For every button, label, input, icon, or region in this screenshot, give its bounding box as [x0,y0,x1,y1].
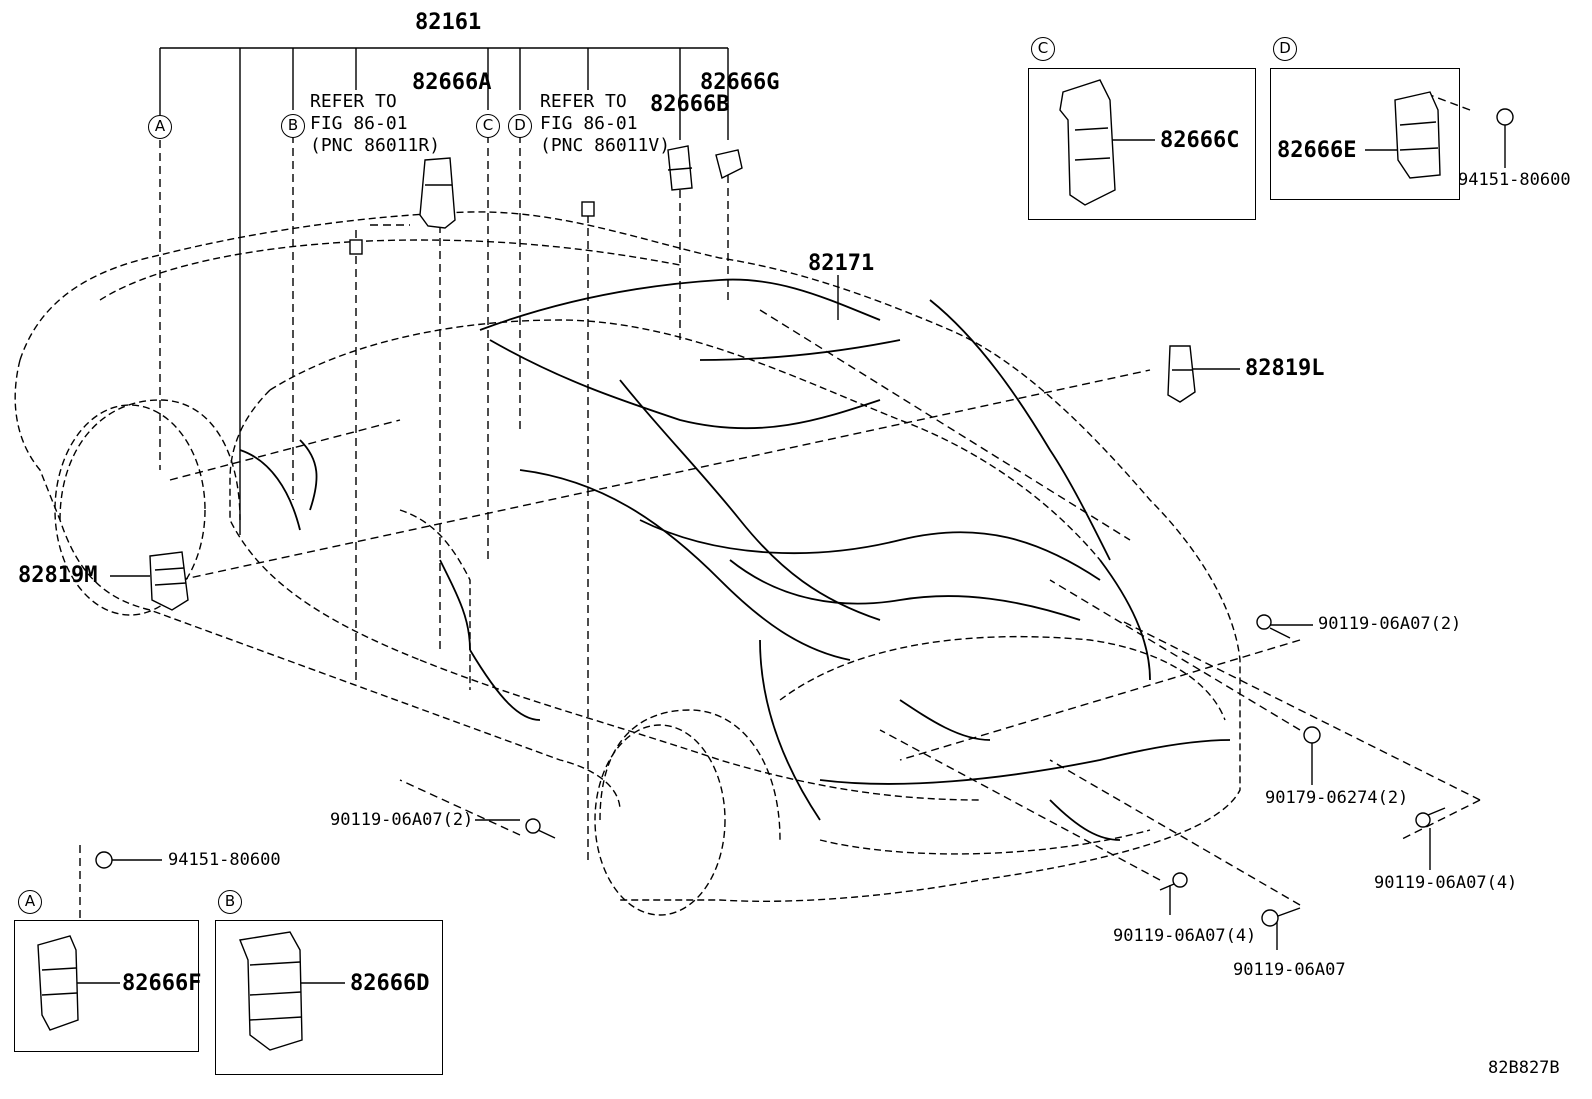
bracket-82161 [159,47,729,535]
label-82666G: 82666G [700,70,780,95]
label-90119-left-2: 90119-06A07(2) [330,810,474,830]
bolt-right-lower [1415,807,1446,828]
refer-note-left-line3: (PNC 86011R) [310,135,441,156]
nut-94151-top [1496,108,1514,126]
front-left-wheel [54,404,206,616]
callout-b-main: B [281,114,305,138]
inset-box-a [14,920,199,1052]
refer-note-right-line3: (PNC 86011V) [540,135,671,156]
callout-b-inset: B [218,890,242,914]
label-90119-right-2: 90119-06A07(2) [1318,614,1462,634]
label-82819M: 82819M [18,563,98,588]
connector-86011V [581,201,595,217]
label-90119-bottom-4: 90119-06A07(4) [1113,926,1257,946]
part-82666D-shape [239,931,303,1051]
connector-86011R [349,239,363,255]
part-82666C-shape [1059,79,1116,206]
nut-94151-bottom [95,851,113,869]
refer-note-right-line1: REFER TO [540,91,627,112]
label-94151-bottom: 94151-80600 [168,850,281,870]
callout-c-main: C [476,114,500,138]
nut-90179 [1303,726,1321,744]
label-82171: 82171 [808,251,875,276]
label-82666C: 82666C [1160,128,1240,153]
label-82666F: 82666F [122,971,202,996]
label-90179: 90179-06274(2) [1265,788,1409,808]
callout-c-inset: C [1031,37,1055,61]
leader-lines [79,94,1481,920]
label-82666B: 82666B [650,92,730,117]
label-82161: 82161 [415,10,482,35]
part-82666A-shape [419,157,456,229]
inset-box-d [1270,68,1460,200]
part-82819L-shape [1167,345,1196,403]
label-82666A: 82666A [412,70,492,95]
refer-note-right-line2: FIG 86-01 [540,113,638,134]
refer-note-left-line2: FIG 86-01 [310,113,408,134]
label-82666D: 82666D [350,971,430,996]
part-82666F-shape [37,935,79,1031]
label-82819L: 82819L [1245,356,1325,381]
inset-box-c [1028,68,1256,220]
part-82666E-shape [1394,91,1441,179]
car-body-outline [14,211,1241,903]
bolt-bottom-4 [1159,872,1188,891]
callout-a-main: A [148,115,172,139]
rear-right-wheel [594,724,726,916]
label-82666E: 82666E [1277,138,1357,163]
callout-d-inset: D [1273,37,1297,61]
callout-a-inset: A [18,890,42,914]
bolt-left [525,818,556,839]
part-82666G-shape [715,149,743,180]
part-82819M-shape [149,551,189,611]
wire-harness [239,278,1231,841]
bolt-right-upper [1256,614,1291,639]
label-90119-bottom: 90119-06A07 [1233,960,1346,980]
diagram-code: 82B827B [1488,1058,1560,1078]
bolt-bottom [1261,907,1301,927]
label-90119-right-4: 90119-06A07(4) [1374,873,1518,893]
refer-note-left-line1: REFER TO [310,91,397,112]
label-94151-top: 94151-80600 [1458,170,1571,190]
part-82666B-shape [667,145,693,191]
callout-d-main: D [508,114,532,138]
inset-box-b [215,920,443,1075]
